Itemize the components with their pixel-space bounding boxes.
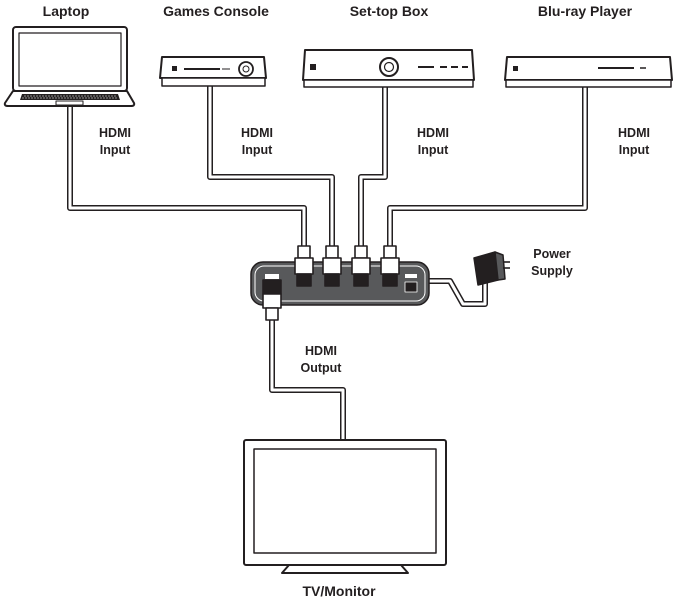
cable-laptop [67, 106, 307, 258]
cable-games-console [207, 86, 335, 258]
cable-power [421, 278, 488, 307]
hdmi-input-ports [294, 245, 400, 287]
label-set-top-box: Set-top Box [349, 3, 429, 19]
label-tv-monitor: TV/Monitor [302, 583, 376, 599]
cable-output [269, 320, 346, 440]
set-top-box-icon [302, 49, 475, 88]
tv-monitor-icon [243, 439, 447, 574]
label-laptop: Laptop [42, 3, 90, 19]
label-games-console: Games Console [163, 3, 269, 19]
hdmi-output-port [262, 279, 282, 321]
games-console-icon [159, 56, 267, 87]
power-adapter-icon [473, 251, 510, 286]
cable-set-top-box [358, 86, 388, 258]
laptop-icon [3, 26, 136, 107]
label-bluray-player: Blu-ray Player [537, 3, 633, 19]
cable-bluray-player [387, 86, 588, 258]
bluray-player-icon [504, 56, 673, 88]
